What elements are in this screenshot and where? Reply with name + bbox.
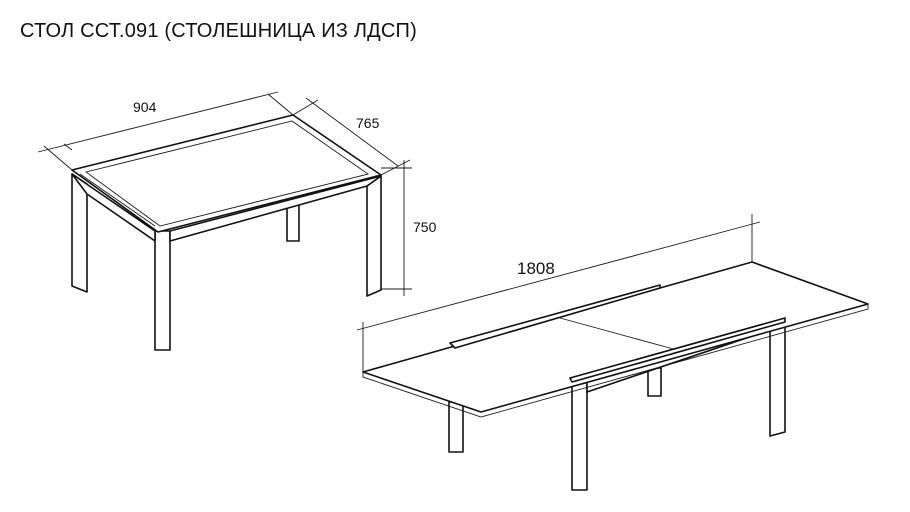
extended-insert-rail	[449, 284, 661, 349]
folded-table	[71, 114, 382, 351]
folded-apron-left	[71, 173, 156, 242]
drawing-title: СТОЛ ССТ.091 (СТОЛЕШНИЦА ИЗ ЛДСП)	[20, 20, 417, 42]
extended-leg-front	[571, 381, 588, 491]
dimension-line-904	[37, 91, 294, 171]
extended-tabletop-edge	[362, 304, 869, 418]
folded-apron-right	[169, 175, 382, 242]
extended-table	[362, 261, 869, 491]
dimension-line-765	[292, 97, 411, 176]
dimension-label-1808: 1808	[517, 259, 555, 278]
extended-back-leg	[647, 367, 662, 397]
dimension-label-904: 904	[133, 99, 157, 115]
extended-leg-right	[769, 321, 786, 437]
folded-back-leg-right	[286, 203, 300, 242]
folded-leg-front	[154, 230, 171, 351]
extended-insert-seam	[559, 317, 678, 351]
folded-tabletop-inset	[84, 120, 370, 227]
folded-leg-right	[366, 175, 382, 297]
dimension-label-750: 750	[413, 219, 437, 235]
dimension-line-1808	[356, 214, 761, 372]
folded-tabletop-edge	[79, 173, 156, 227]
dimension-label-765: 765	[356, 115, 380, 131]
dimension-line-750	[381, 160, 412, 296]
extended-front-rail	[569, 317, 786, 383]
extended-leg-left	[448, 401, 464, 453]
extended-tabletop	[362, 261, 869, 413]
